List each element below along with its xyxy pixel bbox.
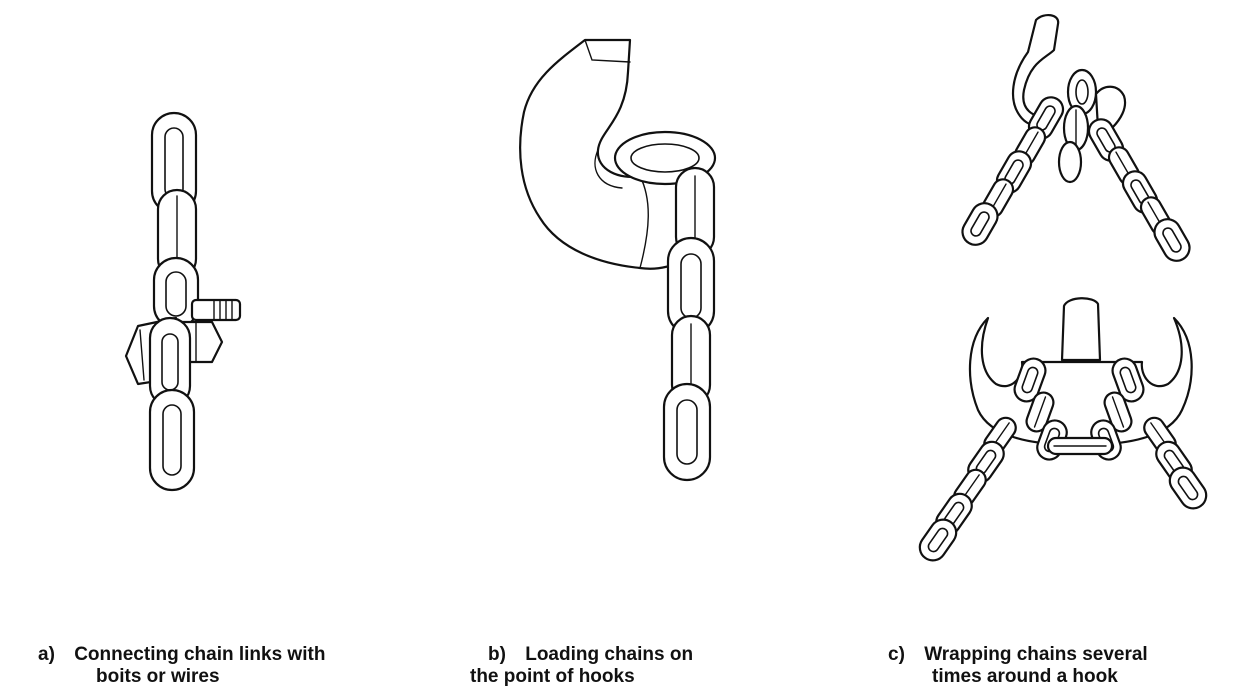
figure-c-double-hook [958,15,1195,265]
caption-line-2: the point of hooks [470,666,635,688]
right-chain-lower [1140,414,1211,514]
figure-b-hook-point [520,40,715,480]
left-chain-lower [915,414,1020,566]
caption-c: c) Wrapping chains several times around … [888,644,1148,666]
caption-letter: c) [888,644,905,666]
chain-link [664,384,710,480]
figure-c-wrapped-hook [915,298,1212,565]
caption-b: b) Loading chains on the point of hooks [488,644,693,666]
caption-line-1: Wrapping chains several [924,644,1148,665]
caption-line-1: Loading chains on [525,644,693,665]
caption-letter: a) [38,644,55,666]
chain-link [150,390,194,490]
caption-line-2: boits or wires [96,666,220,688]
caption-line-1: Connecting chain links with [74,644,325,665]
figure-a-bolted-chain [126,113,240,490]
caption-line-2: times around a hook [932,666,1118,688]
caption-letter: b) [488,644,506,666]
caption-a: a) Connecting chain links with boits or … [38,644,325,666]
left-chain [958,93,1068,250]
wrap-bottom-link [1048,438,1112,454]
bolt-shank [192,300,240,320]
right-chain [1085,115,1195,266]
